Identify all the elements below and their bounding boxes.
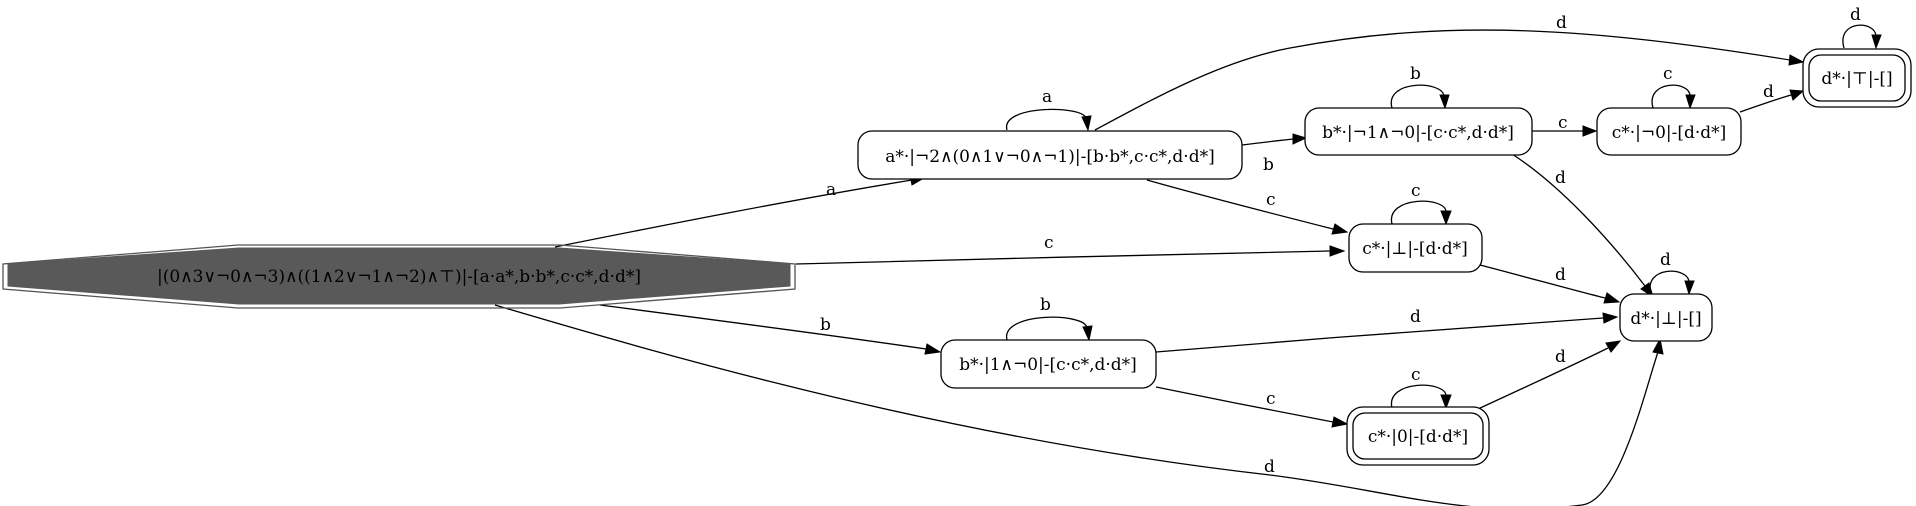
edge-label: c xyxy=(1663,64,1673,84)
edge-label: b xyxy=(1040,295,1051,315)
edge-label: b xyxy=(1410,64,1421,84)
state-node-a-label: a*·|¬2∧(0∧1∨¬0∧¬1)|-[b·b*,c·c*,d·d*] xyxy=(885,147,1214,167)
edge-start-to-d-bot: d xyxy=(494,304,1664,506)
edge-label: d xyxy=(1763,82,1774,102)
edge-c-bot-self-loop: c xyxy=(1391,365,1452,410)
edge-c-bot-to-d-bot: d xyxy=(1477,340,1622,410)
edge-label: c xyxy=(1411,181,1421,201)
edge-b-top-self-loop: b xyxy=(1390,64,1450,110)
edge-label: d xyxy=(1556,13,1567,33)
edge-d-bot-self-loop: d xyxy=(1649,250,1695,296)
edge-c-top-to-d-top: d xyxy=(1739,82,1805,113)
edge-label: d xyxy=(1660,250,1671,270)
edge-label: b xyxy=(820,315,831,335)
edge-b-top-to-d-bot: d xyxy=(1511,153,1654,299)
state-node-b-top: b*·|¬1∧¬0|-[c·c*,d·d*] xyxy=(1304,107,1533,156)
edge-label: d xyxy=(1555,168,1566,188)
state-node-b-bot: b*·|1∧¬0|-[c·c*,d·d*] xyxy=(940,339,1157,389)
edge-c-top-self-loop: c xyxy=(1651,64,1696,110)
edge-label: a xyxy=(826,180,836,200)
edge-b-top-to-c-top: c xyxy=(1532,113,1598,137)
start-node: |(0∧3∨¬0∧¬3)∧((1∧2∨¬1∧¬2)∧⊤)|-[a·a*,b·b*… xyxy=(2,244,796,309)
edge-label: c xyxy=(1558,113,1568,133)
edge-start-to-b-bot: b xyxy=(599,304,942,355)
edge-c-mid-self-loop: c xyxy=(1391,181,1452,226)
edge-b-bot-self-loop: b xyxy=(1006,295,1093,342)
state-node-b-bot-label: b*·|1∧¬0|-[c·c*,d·d*] xyxy=(959,355,1137,375)
edge-label: a xyxy=(1042,87,1052,107)
state-node-c-bot: c*·|0|-[d·d*] xyxy=(1346,406,1490,466)
edge-label: d xyxy=(1850,5,1861,25)
state-node-c-mid: c*·|⊥|-[d·d*] xyxy=(1348,223,1483,273)
edge-d-top-self-loop: d xyxy=(1842,5,1882,50)
state-node-c-bot-label: c*·|0|-[d·d*] xyxy=(1368,427,1468,447)
state-node-b-top-label: b*·|¬1∧¬0|-[c·c*,d·d*] xyxy=(1322,123,1514,143)
edge-label: c xyxy=(1044,233,1054,253)
edge-a-to-c-mid: c xyxy=(1146,179,1349,235)
edge-label: c xyxy=(1266,190,1276,210)
start-node-label: |(0∧3∨¬0∧¬3)∧((1∧2∨¬1∧¬2)∧⊤)|-[a·a*,b·b*… xyxy=(157,267,641,287)
edge-label: c xyxy=(1411,365,1421,385)
edge-label: d xyxy=(1264,457,1275,477)
edge-label: c xyxy=(1266,389,1276,409)
state-node-c-top: c*·|¬0|-[d·d*] xyxy=(1596,107,1742,156)
state-node-d-top-label: d*·|⊤|-[] xyxy=(1821,69,1892,89)
state-node-d-top: d*·|⊤|-[] xyxy=(1802,48,1912,108)
edge-b-bot-to-c-bot: c xyxy=(1155,386,1349,428)
state-node-a: a*·|¬2∧(0∧1∨¬0∧¬1)|-[b·b*,c·c*,d·d*] xyxy=(857,130,1243,180)
edge-label: b xyxy=(1263,155,1274,175)
edge-c-mid-to-d-bot: d xyxy=(1479,264,1621,304)
state-node-c-mid-label: c*·|⊥|-[d·d*] xyxy=(1362,239,1468,259)
edge-start-to-c-mid: c xyxy=(795,233,1346,265)
state-node-d-bot-label: d*·|⊥|-[] xyxy=(1630,309,1701,329)
edge-a-to-d-top: d xyxy=(1094,13,1805,131)
edge-start-to-a: a xyxy=(554,174,926,248)
edge-b-bot-to-d-bot: d xyxy=(1155,307,1619,353)
state-node-c-top-label: c*·|¬0|-[d·d*] xyxy=(1612,123,1727,143)
edge-a-to-b-top: b xyxy=(1241,133,1308,175)
edge-label: d xyxy=(1555,347,1566,367)
edge-label: d xyxy=(1555,265,1566,285)
edge-label: d xyxy=(1410,307,1421,327)
state-node-d-bot: d*·|⊥|-[] xyxy=(1619,293,1713,342)
edge-a-self-loop: a xyxy=(1006,87,1092,132)
